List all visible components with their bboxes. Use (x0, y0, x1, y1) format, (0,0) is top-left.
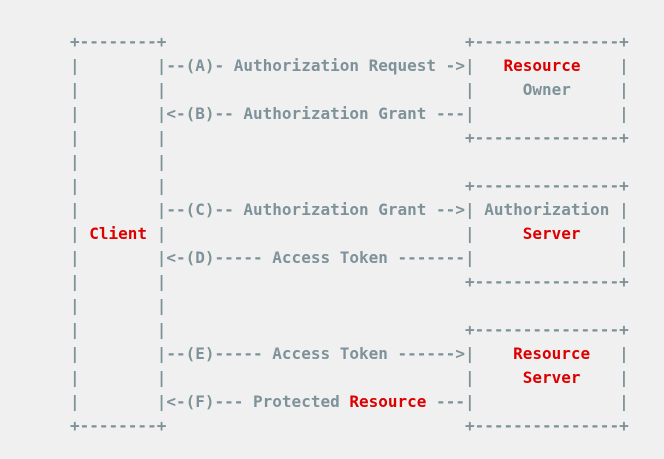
diagram-line-spacer-2: | | (70, 294, 664, 318)
diagram-line-bottom-borders: +--------+ +---------------+ (70, 414, 664, 438)
diagram-text-segment: | | (70, 152, 167, 171)
arrow-c-text-and-authorization-label: | |--(C)-- Authorization Grant -->| Auth… (70, 200, 629, 219)
diagram-line-arrow-a: | |--(A)- Authorization Request ->| Reso… (70, 54, 664, 78)
diagram-text-segment: | (70, 224, 90, 243)
diagram-text-segment: +--------+ +---------------+ (70, 416, 629, 435)
client-label: Client (89, 224, 148, 243)
diagram-line-box1-bottom: | | +---------------+ (70, 126, 664, 150)
diagram-line-box3-top: | | +---------------+ (70, 318, 664, 342)
arrow-a-text: | |--(A)- Authorization Request ->| (70, 56, 504, 75)
resource-owner-label-resource: Resource (503, 56, 581, 75)
oauth-flow-diagram: +--------+ +---------------+ | |--(A)- Au… (70, 30, 664, 438)
diagram-line-spacer-1: | | (70, 150, 664, 174)
diagram-text-segment: ---| | (426, 392, 629, 411)
diagram-line-arrow-b: | |<-(B)-- Authorization Grant ---| | (70, 102, 664, 126)
diagram-line-arrow-e: | |--(E)----- Access Token ------>| Reso… (70, 342, 664, 366)
diagram-line-arrow-c: | |--(C)-- Authorization Grant -->| Auth… (70, 198, 664, 222)
diagram-line-resource-server: | | | Server | (70, 366, 664, 390)
diagram-text-segment: | | +---------------+ (70, 320, 629, 339)
arrow-d-text: | |<-(D)----- Access Token -------| | (70, 248, 629, 267)
diagram-text-segment: | (590, 344, 629, 363)
resource-server-label-resource: Resource (513, 344, 591, 363)
diagram-text-segment: | | +---------------+ (70, 176, 629, 195)
diagram-line-arrow-d: | |<-(D)----- Access Token -------| | (70, 246, 664, 270)
diagram-line-owner: | | | Owner | (70, 78, 664, 102)
auth-server-label-server: Server (522, 224, 581, 243)
diagram-text-segment: +--------+ +---------------+ (70, 32, 629, 51)
resource-owner-label-owner: | | | Owner | (70, 80, 629, 99)
diagram-text-segment: | | (147, 224, 523, 243)
diagram-text-segment: | (580, 224, 629, 243)
diagram-text-segment: | (580, 56, 629, 75)
diagram-text-segment: | | | (70, 368, 523, 387)
arrow-f-text: | |<-(F)--- Protected (70, 392, 350, 411)
diagram-text-segment: | | +---------------+ (70, 128, 629, 147)
diagram-line-top-borders: +--------+ +---------------+ (70, 30, 664, 54)
diagram-line-arrow-f: | |<-(F)--- Protected Resource ---| | (70, 390, 664, 414)
protected-resource-label: Resource (349, 392, 427, 411)
diagram-line-client-server: | Client | | Server | (70, 222, 664, 246)
diagram-line-box2-top: | | +---------------+ (70, 174, 664, 198)
arrow-e-text: | |--(E)----- Access Token ------>| (70, 344, 514, 363)
resource-server-label-server: Server (522, 368, 581, 387)
diagram-text-segment: | (580, 368, 629, 387)
diagram-line-box2-bottom: | | +---------------+ (70, 270, 664, 294)
diagram-text-segment: | | (70, 296, 167, 315)
arrow-b-text: | |<-(B)-- Authorization Grant ---| | (70, 104, 629, 123)
ascii-diagram: +--------+ +---------------+ | |--(A)- Au… (70, 30, 664, 438)
diagram-text-segment: | | +---------------+ (70, 272, 629, 291)
